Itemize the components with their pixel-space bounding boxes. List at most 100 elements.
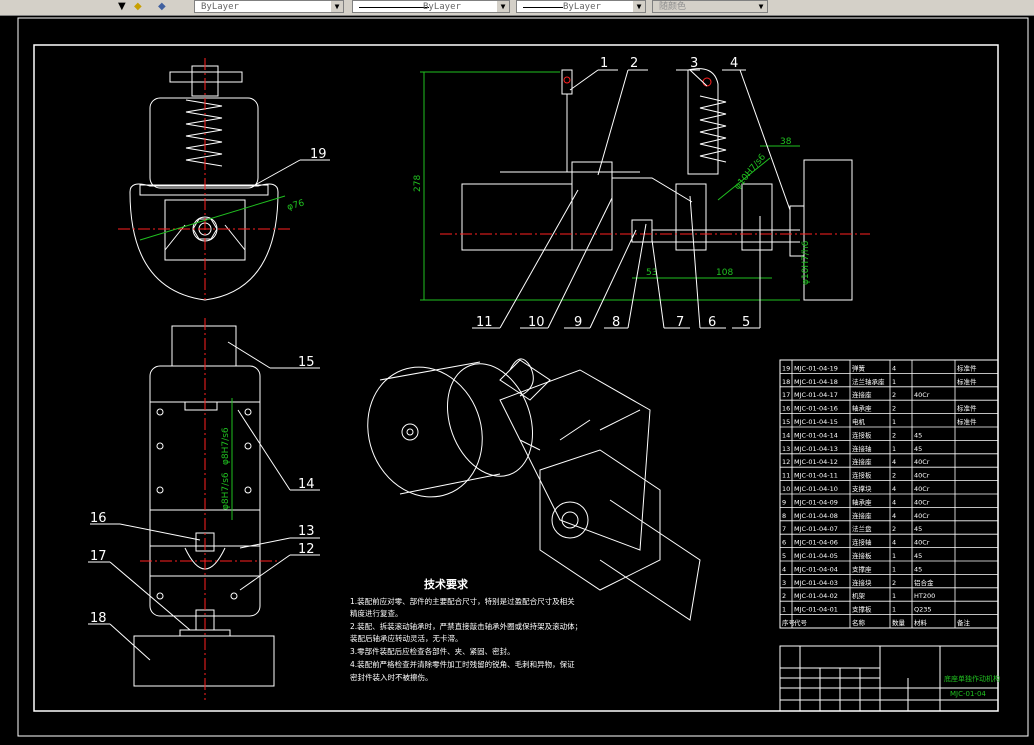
bom-cell: MJC-01-04-08 xyxy=(794,512,838,520)
bom-cell: 5 xyxy=(782,552,786,560)
layer-previous-icon[interactable]: ◆ xyxy=(158,1,166,12)
bom-cell: 支撑块 xyxy=(852,484,872,493)
bom-cell: MJC-01-04-12 xyxy=(794,458,838,466)
bom-cell: 45 xyxy=(914,565,922,573)
bom-cell: 连接板 xyxy=(852,471,872,480)
balloon-16: 16 xyxy=(90,511,107,526)
sheet-border xyxy=(17,17,1029,737)
linetype-sample xyxy=(359,7,429,8)
dim-text: φ76 xyxy=(286,198,306,212)
bom-cell: 连接板 xyxy=(852,551,872,560)
bom-cell: 4 xyxy=(892,485,896,493)
bom-cell: MJC-01-04-16 xyxy=(794,405,838,413)
bom-cell: 19 xyxy=(782,364,790,372)
bom-cell: 标准件 xyxy=(957,417,977,426)
bom-cell: 2 xyxy=(892,391,896,399)
dim-line xyxy=(139,195,286,241)
bom-cell: 40Cr xyxy=(914,472,930,480)
balloon-17: 17 xyxy=(90,549,107,564)
balloon-13-left: 13 xyxy=(298,524,315,539)
dim-text: φ8H7/s6 xyxy=(221,427,231,465)
color-combo[interactable]: ByLayer ▼ xyxy=(194,0,344,13)
bom-cell: 1 xyxy=(782,606,786,614)
bom-cell: 2 xyxy=(892,405,896,413)
bom-cell: 代号 xyxy=(794,618,808,627)
bom-cell: 45 xyxy=(914,445,922,453)
bom-cell: 13 xyxy=(782,445,790,453)
bom-cell: 15 xyxy=(782,418,790,426)
bom-cell: 2 xyxy=(892,525,896,533)
chevron-down-icon[interactable]: ▼ xyxy=(331,1,343,12)
bom-cell: 电机 xyxy=(852,417,866,426)
bom-cell: 40Cr xyxy=(914,512,930,520)
bom-cell: MJC-01-04-19 xyxy=(794,364,838,372)
bom-cell: 18 xyxy=(782,378,790,386)
front-leaders xyxy=(472,69,791,329)
bom-cell: MJC-01-04-17 xyxy=(794,391,838,399)
balloon-4: 4 xyxy=(730,56,738,71)
bom-cell: MJC-01-04-18 xyxy=(794,378,838,386)
linetype-combo[interactable]: ByLayer ▼ xyxy=(352,0,510,13)
balloon-15: 15 xyxy=(298,355,315,370)
title-name: 底座单独作动机构 xyxy=(944,674,1000,683)
balloon-3: 3 xyxy=(690,56,698,71)
tech-line: 密封件装入时不被擦伤。 xyxy=(350,672,433,682)
dim-text: 278 xyxy=(413,175,423,192)
bom-cell: 支撑板 xyxy=(852,605,872,614)
bom-cell: 连接座 xyxy=(852,511,872,520)
bom-cell: 名称 xyxy=(852,618,866,627)
bom-cell: 备注 xyxy=(957,618,971,627)
balloon-19: 19 xyxy=(310,147,327,162)
bom-cell: 4 xyxy=(782,565,786,573)
bom-cell: 3 xyxy=(782,579,786,587)
front-view xyxy=(461,68,853,301)
tech-line: 装配后轴承应转动灵活，无卡滞。 xyxy=(350,633,463,643)
bom-cell: 9 xyxy=(782,498,786,506)
bom-cell: 4 xyxy=(892,539,896,547)
layer-stack-icon[interactable]: ◆ xyxy=(134,1,142,12)
bom-cell: 45 xyxy=(914,552,922,560)
bom-cell: 数量 xyxy=(892,618,906,627)
bom-cell: MJC-01-04-01 xyxy=(794,606,838,614)
tech-line: 精度进行复查。 xyxy=(350,608,403,618)
bom-cell: 轴承座 xyxy=(852,404,872,413)
bom-cell: 2 xyxy=(892,579,896,587)
drawing-canvas[interactable]: φ76 19 φ8H7/s6 φ8H7/s6 15 14 16 13 12 17… xyxy=(0,16,1034,741)
bom-cell: HT200 xyxy=(914,592,935,600)
tech-line: 4.装配前严格检查并清除零件加工时残留的锐角、毛刺和异物，保证 xyxy=(350,659,575,669)
bom-cell: MJC-01-04-11 xyxy=(794,472,838,480)
bom-cell: 2 xyxy=(892,431,896,439)
bom-cell: 标准件 xyxy=(957,377,977,386)
bom-cell: 6 xyxy=(782,539,786,547)
dim-text: φ8H7/s6 xyxy=(221,472,231,510)
plotstyle-combo-value: 随颜色 xyxy=(659,2,687,12)
balloon-12: 12 xyxy=(298,542,315,557)
dim-text: 53 xyxy=(646,268,657,278)
dim-text: φ10H7/h6 xyxy=(801,240,811,285)
chevron-down-icon[interactable]: ▼ xyxy=(755,1,767,12)
balloon-1: 1 xyxy=(600,56,608,71)
bom-cell: 40Cr xyxy=(914,498,930,506)
toolbar-dropdown-arrow[interactable]: ▼ xyxy=(118,1,126,12)
bom-cell: 40Cr xyxy=(914,539,930,547)
color-combo-value: ByLayer xyxy=(201,2,239,12)
dim-text: 38 xyxy=(780,137,792,147)
bom-cell: 连接板 xyxy=(852,430,872,439)
tech-line: 1.装配前应对零、部件的主要配合尺寸，特别是过盈配合尺寸及相关 xyxy=(350,596,575,606)
chevron-down-icon[interactable]: ▼ xyxy=(633,1,645,12)
bom-cell: 10 xyxy=(782,485,790,493)
tech-title: 技术要求 xyxy=(424,577,469,591)
balloon-6: 6 xyxy=(708,315,716,330)
lineweight-combo[interactable]: ByLayer ▼ xyxy=(516,0,646,13)
plotstyle-combo[interactable]: 随颜色 ▼ xyxy=(652,0,768,13)
bom-cell: 支撑座 xyxy=(852,564,872,573)
balloon-11: 11 xyxy=(476,315,493,330)
bom-cell: MJC-01-04-10 xyxy=(794,485,838,493)
chevron-down-icon[interactable]: ▼ xyxy=(497,1,509,12)
bom-cell: Q235 xyxy=(914,606,932,614)
bom-cell: 弹簧 xyxy=(852,363,866,372)
dim-text: 108 xyxy=(716,268,733,278)
bom-cell: 1 xyxy=(892,565,896,573)
lineweight-sample xyxy=(523,7,563,8)
balloon-8: 8 xyxy=(612,315,620,330)
